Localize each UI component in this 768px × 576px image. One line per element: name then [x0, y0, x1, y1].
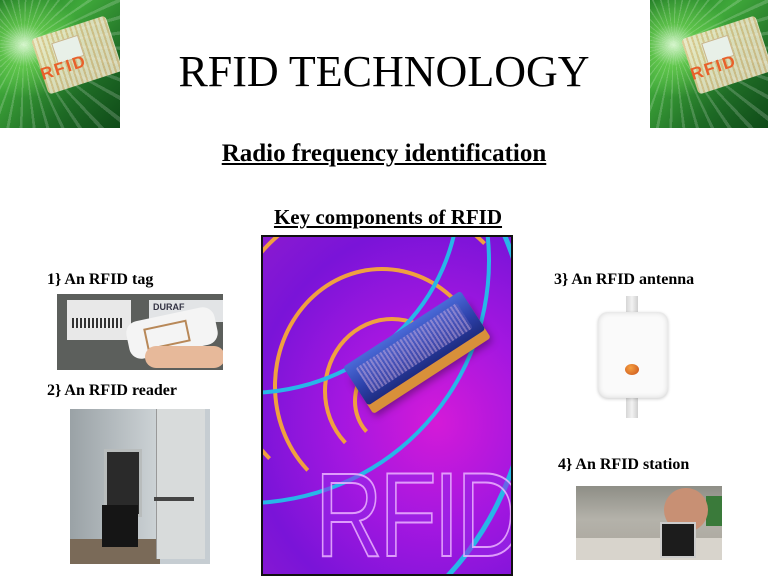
- component-label-station: 4} An RFID station: [558, 456, 690, 473]
- barcode-icon: [72, 318, 122, 328]
- reader-base-detail: [102, 505, 138, 547]
- rfid-corner-image-left: RFID: [0, 0, 120, 128]
- illustration-rfid-text: RFID: [314, 448, 513, 576]
- component-label-antenna: 3} An RFID antenna: [554, 271, 695, 288]
- rfid-station-photo: [576, 486, 722, 560]
- door-push-bar: [154, 497, 194, 501]
- rfid-antenna-photo: [598, 296, 670, 418]
- rfid-tag-photo: DURAF: [57, 294, 223, 370]
- antenna-led-icon: [625, 364, 639, 375]
- rfid-illustration-image: RFID: [261, 235, 513, 576]
- page-title: RFID TECHNOLOGY: [178, 47, 590, 96]
- rfid-reader-photo: [70, 409, 210, 564]
- door-detail: [156, 409, 205, 559]
- antenna-panel-icon: [598, 312, 668, 398]
- section-heading: Key components of RFID: [273, 205, 503, 229]
- component-label-tag: 1} An RFID tag: [47, 271, 154, 288]
- rfid-corner-image-right: RFID: [650, 0, 768, 128]
- hand-photo-detail: [145, 346, 223, 368]
- subtitle: Radio frequency identification: [221, 140, 547, 167]
- printer-unit-icon: [660, 522, 696, 558]
- component-label-reader: 2} An RFID reader: [47, 382, 177, 399]
